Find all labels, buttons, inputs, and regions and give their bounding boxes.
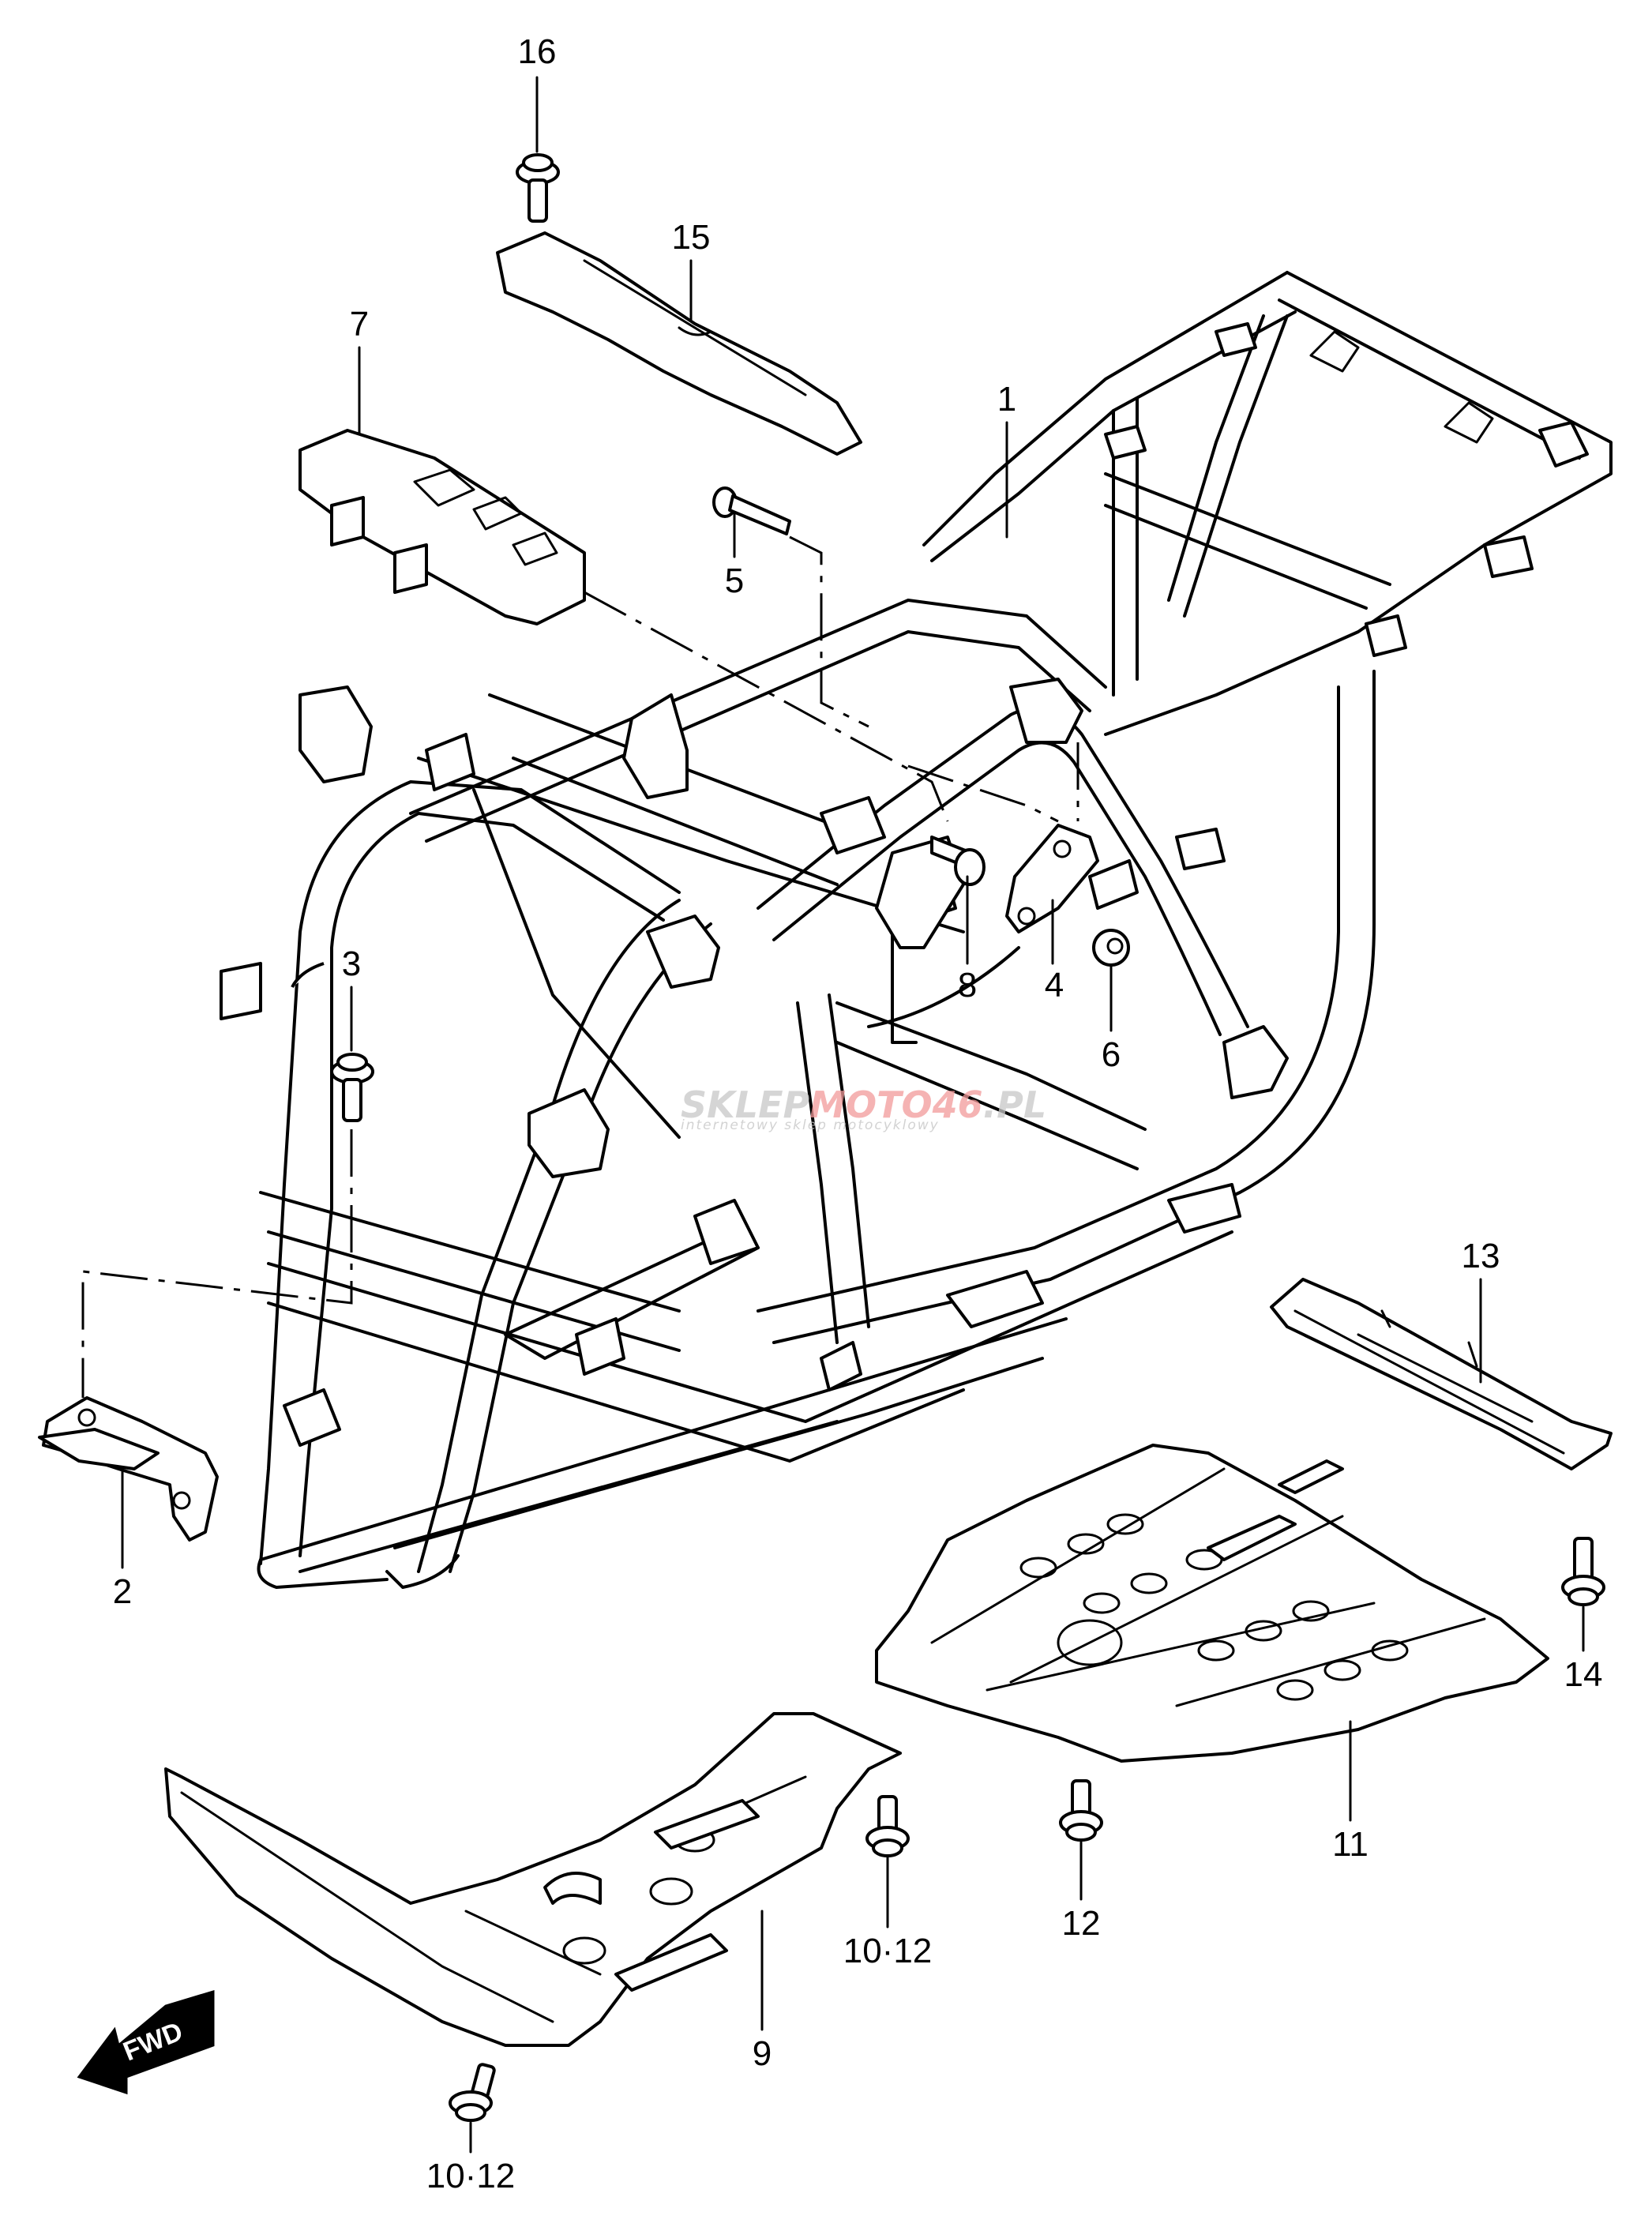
part-12-bolt[interactable] bbox=[1059, 1779, 1103, 1842]
part-9-skid-plate[interactable] bbox=[164, 1712, 902, 2047]
callout-3: 3 bbox=[342, 945, 361, 983]
callout-4: 4 bbox=[1045, 966, 1064, 1005]
callout-8: 8 bbox=[958, 966, 977, 1005]
callout-13: 13 bbox=[1462, 1237, 1500, 1275]
callout-1: 1 bbox=[997, 380, 1016, 419]
watermark-tagline: internetowy sklep motocyklowy bbox=[681, 1117, 940, 1133]
leader-lines bbox=[121, 76, 1585, 2154]
part-3-bolt[interactable] bbox=[330, 1053, 374, 1122]
part-13-guard[interactable] bbox=[1270, 1278, 1613, 1470]
callout-7: 7 bbox=[350, 305, 369, 344]
callout-labels: 16 15 7 1 5 3 8 4 6 13 2 14 11 12 10·12 … bbox=[113, 32, 1603, 2195]
part-8-bolt[interactable] bbox=[875, 836, 986, 949]
frame[interactable] bbox=[220, 271, 1613, 1589]
part-10-bolt-bottom[interactable] bbox=[449, 2063, 496, 2122]
callout-5: 5 bbox=[725, 561, 744, 600]
part-10-bolt-right[interactable] bbox=[865, 1795, 910, 1857]
callout-16: 16 bbox=[518, 32, 557, 71]
callout-9: 9 bbox=[753, 2034, 772, 2073]
part-5-bolt[interactable] bbox=[712, 486, 791, 535]
assembly-lines bbox=[81, 535, 1079, 1398]
part-4-bracket[interactable] bbox=[1005, 824, 1099, 933]
watermark: SKLEPMOTO46.PL internetowy sklep motocyk… bbox=[681, 1083, 1046, 1133]
callout-14: 14 bbox=[1564, 1655, 1603, 1694]
callout-15: 15 bbox=[672, 218, 711, 257]
callout-11: 11 bbox=[1332, 1825, 1369, 1864]
part-16-bolt[interactable] bbox=[516, 153, 560, 223]
part-2-bracket[interactable] bbox=[38, 1396, 219, 1542]
watermark-brand: SKLEPMOTO46.PL bbox=[681, 1083, 1046, 1126]
callout-6: 6 bbox=[1102, 1035, 1121, 1074]
callout-10-12-bottom: 10·12 bbox=[426, 2157, 516, 2195]
part-6-nut[interactable] bbox=[1092, 929, 1130, 967]
part-15-cover[interactable] bbox=[496, 231, 862, 456]
part-7-bracket[interactable] bbox=[298, 429, 586, 625]
callout-12: 12 bbox=[1062, 1904, 1101, 1943]
forward-arrow-icon: FWD bbox=[77, 1989, 215, 2095]
part-11-skid-plate[interactable] bbox=[875, 1444, 1549, 1763]
callout-2: 2 bbox=[113, 1572, 132, 1611]
part-14-bolt[interactable] bbox=[1561, 1537, 1605, 1606]
callout-10-12-right: 10·12 bbox=[843, 1932, 933, 1970]
